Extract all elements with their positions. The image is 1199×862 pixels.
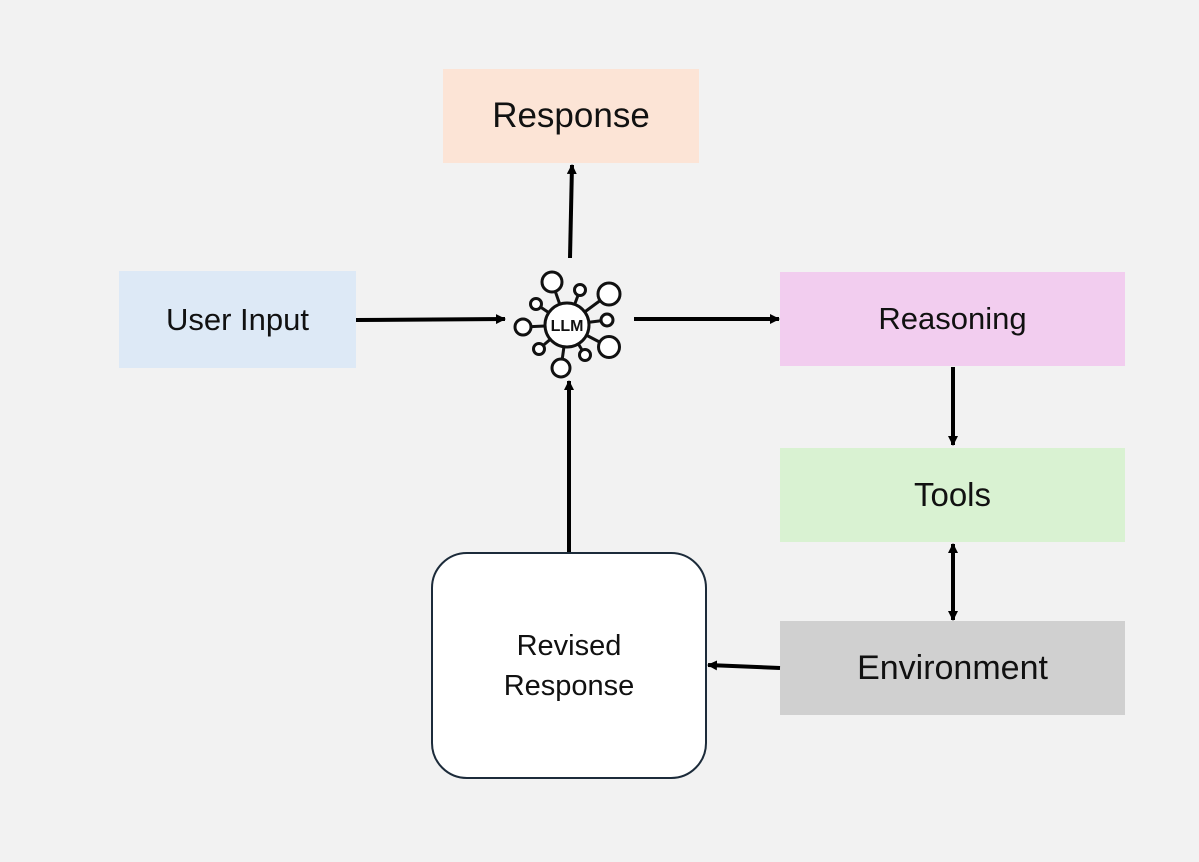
revised-response-label-line2: Response [503, 669, 635, 702]
reasoning-box: Reasoning [780, 272, 1125, 366]
environment-box: Environment [780, 621, 1125, 715]
revised-response-label-line1: Revised [516, 629, 622, 662]
revised-response-box: Revised Response [431, 552, 707, 779]
environment-label: Environment [857, 648, 1048, 687]
response-label: Response [492, 96, 650, 135]
response-box: Response [443, 69, 699, 163]
tools-box: Tools [780, 448, 1125, 542]
arrow-user-input-to-llm [355, 314, 506, 325]
user-input-label: User Input [165, 301, 309, 337]
tools-label: Tools [913, 476, 992, 513]
arrow-environment-to-revised [707, 660, 781, 671]
llm-label: LLM [551, 318, 584, 335]
user-input-box: User Input [119, 271, 356, 368]
reasoning-label: Reasoning [878, 301, 1027, 336]
llm-icon [513, 270, 622, 379]
arrow-llm-to-response [566, 164, 577, 259]
